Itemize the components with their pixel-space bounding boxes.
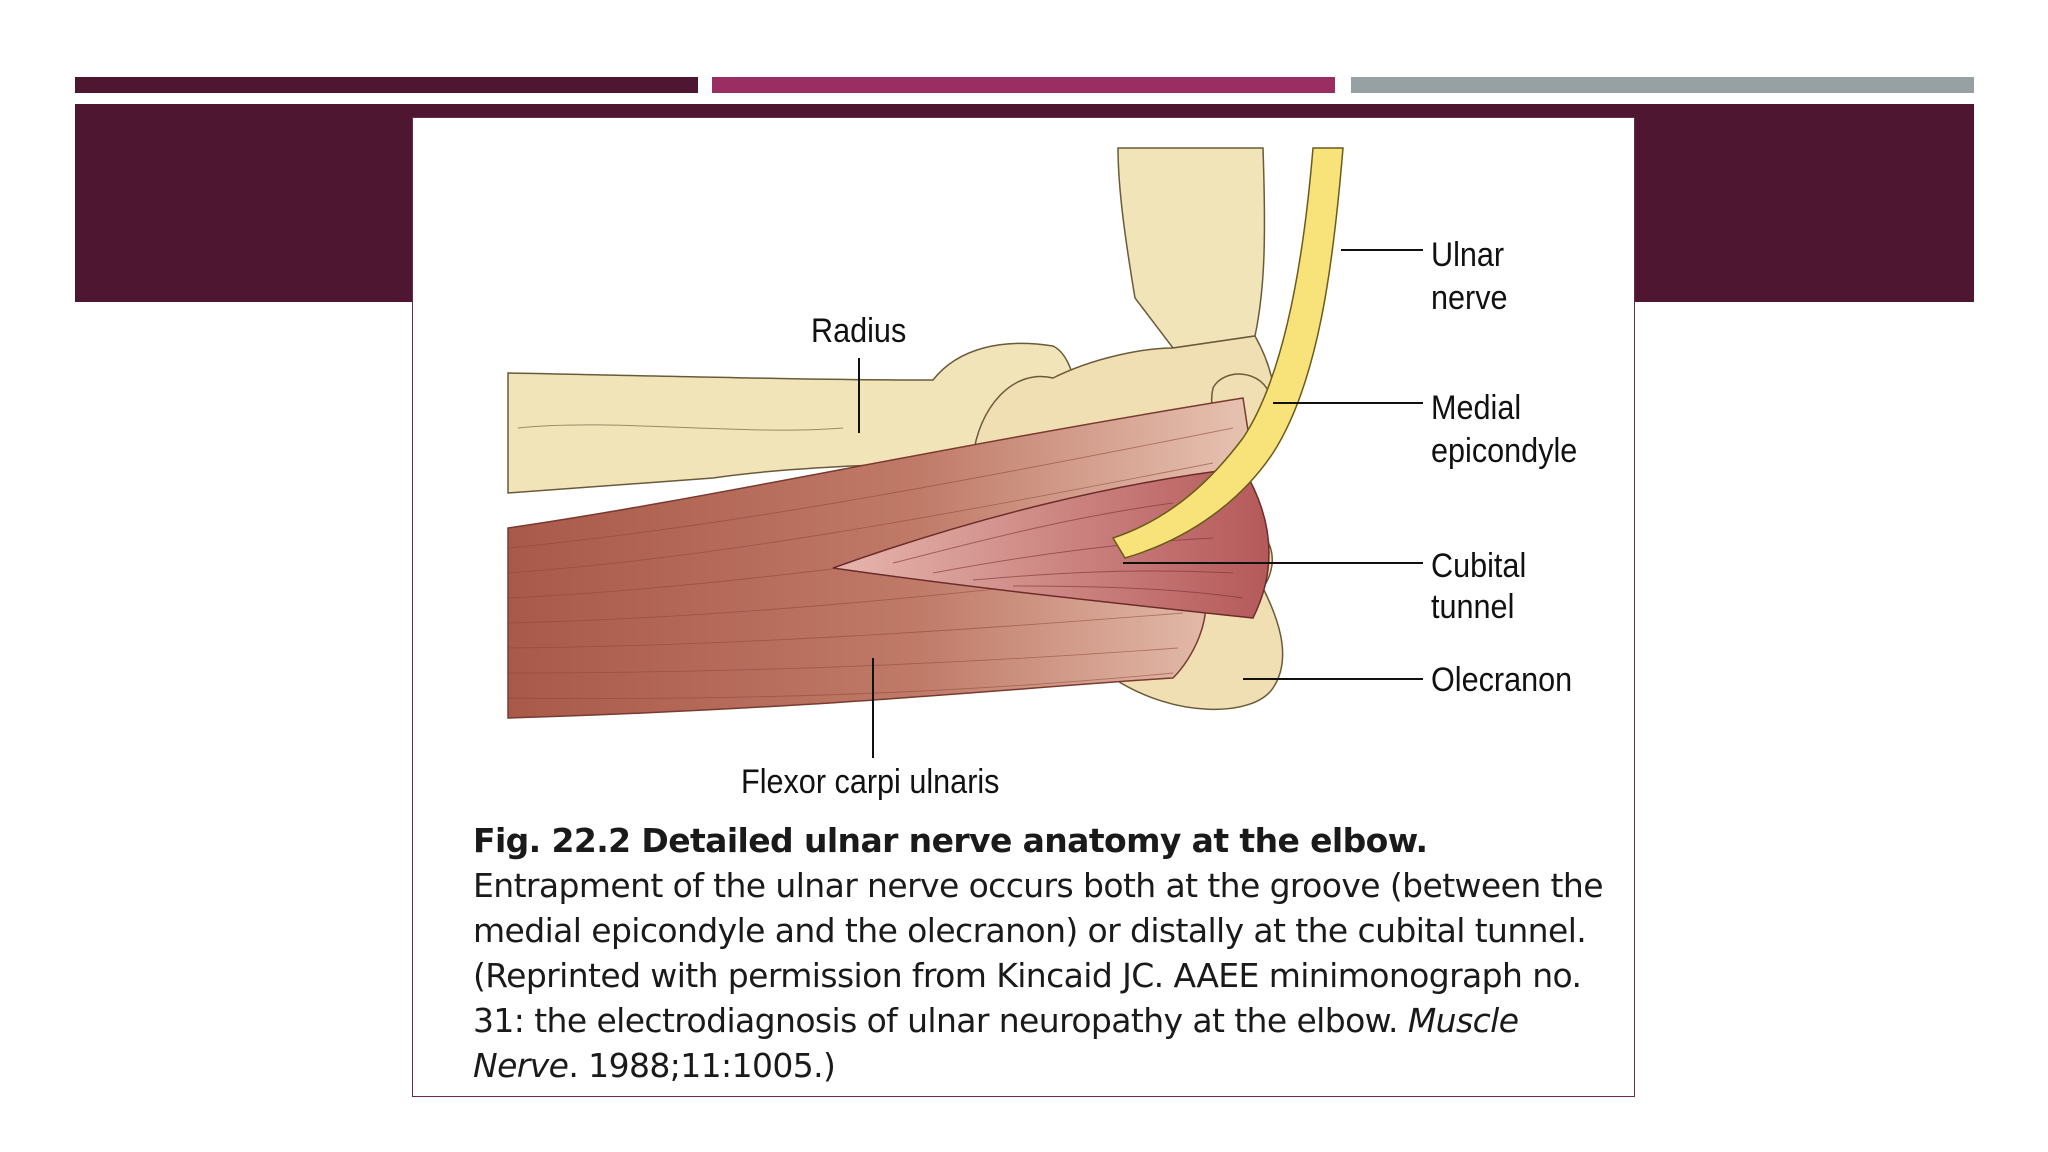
- label-flexor-carpi-ulnaris: Flexor carpi ulnaris: [741, 763, 1000, 801]
- label-medial-epicondyle-line1: Medial: [1431, 389, 1522, 427]
- figure-caption: Fig. 22.2 Detailed ulnar nerve anatomy a…: [473, 818, 1604, 1088]
- label-ulnar-nerve-line1: Ulnar: [1431, 236, 1505, 274]
- top-accent-bar-magenta: [712, 77, 1335, 93]
- ulnar-nerve: [1111, 147, 1344, 559]
- top-accent-bar-gray: [1351, 77, 1974, 93]
- label-olecranon: Olecranon: [1431, 661, 1573, 699]
- top-accent-bar-dark: [75, 77, 698, 93]
- label-medial-epicondyle-line2: epicondyle: [1431, 432, 1578, 470]
- humerus-bone: [1117, 147, 1266, 349]
- caption-journal: Muscle Nerve: [473, 1001, 1519, 1085]
- label-cubital-tunnel-line1: Cubital: [1431, 547, 1527, 585]
- caption-citation-end: . 1988;11:1005.): [568, 1046, 836, 1085]
- elbow-anatomy-illustration: [507, 147, 1423, 758]
- cubital-tunnel: [832, 467, 1270, 619]
- label-ulnar-nerve-line2: nerve: [1431, 279, 1508, 317]
- caption-fig-number: Fig. 22.2: [473, 821, 631, 860]
- label-radius: Radius: [811, 312, 907, 350]
- caption-fig-title: Detailed ulnar nerve anatomy at the elbo…: [641, 821, 1428, 860]
- anatomy-figure: Radius Ulnar nerve Medial epicondyle Cub…: [412, 117, 1635, 1097]
- caption-body: Entrapment of the ulnar nerve occurs bot…: [473, 866, 1604, 1040]
- label-cubital-tunnel-line2: tunnel: [1431, 588, 1515, 626]
